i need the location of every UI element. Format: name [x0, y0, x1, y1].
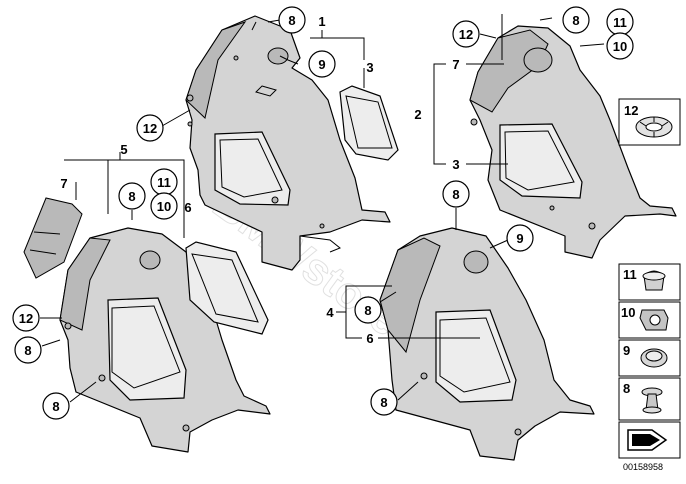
- legend-item-8[interactable]: 8: [618, 377, 681, 421]
- callout-12[interactable]: 12: [452, 20, 480, 48]
- svg-text:11: 11: [623, 267, 637, 282]
- svg-text:6: 6: [184, 200, 191, 215]
- callout-10[interactable]: 10: [150, 192, 178, 220]
- svg-text:8: 8: [572, 13, 579, 28]
- callout-11[interactable]: 11: [150, 168, 178, 196]
- callout-8[interactable]: 8: [562, 6, 590, 34]
- svg-text:3: 3: [366, 60, 373, 75]
- svg-text:5: 5: [120, 142, 127, 157]
- callout-8[interactable]: 8: [370, 388, 398, 416]
- callout-label-3[interactable]: 3: [452, 157, 459, 172]
- seal-frame-top[interactable]: [339, 85, 399, 161]
- svg-text:6: 6: [366, 331, 373, 346]
- bracket-left[interactable]: [23, 197, 83, 279]
- callout-8[interactable]: 8: [42, 392, 70, 420]
- svg-text:12: 12: [624, 103, 638, 118]
- svg-text:2: 2: [414, 107, 421, 122]
- svg-text:12: 12: [143, 121, 157, 136]
- svg-text:9: 9: [516, 231, 523, 246]
- svg-text:12: 12: [459, 27, 473, 42]
- callout-12[interactable]: 12: [12, 304, 40, 332]
- svg-text:3: 3: [452, 157, 459, 172]
- svg-text:7: 7: [452, 57, 459, 72]
- callouts: 8 1 9 3 12 12 8 11 10 7 2 3 5 7 8 11 10 …: [12, 6, 634, 420]
- callout-label-4[interactable]: 4: [326, 305, 334, 320]
- svg-text:8: 8: [24, 343, 31, 358]
- svg-text:8: 8: [364, 303, 371, 318]
- callout-8[interactable]: 8: [442, 180, 470, 208]
- svg-text:8: 8: [452, 187, 459, 202]
- trim-panel-top-left[interactable]: [185, 15, 391, 271]
- svg-text:11: 11: [613, 15, 627, 30]
- svg-text:8: 8: [288, 13, 295, 28]
- svg-text:1: 1: [318, 14, 325, 29]
- callout-label-5[interactable]: 5: [120, 142, 127, 157]
- svg-text:10: 10: [157, 199, 171, 214]
- callout-8[interactable]: 8: [118, 182, 146, 210]
- callout-8[interactable]: 8: [14, 336, 42, 364]
- callout-label-6[interactable]: 6: [366, 331, 373, 346]
- callout-9[interactable]: 9: [506, 224, 534, 252]
- document-id: 00158958: [623, 462, 663, 472]
- callout-11[interactable]: 11: [606, 8, 634, 36]
- callout-10[interactable]: 10: [606, 32, 634, 60]
- callout-label-7[interactable]: 7: [60, 176, 67, 191]
- svg-text:9: 9: [623, 343, 630, 358]
- svg-text:8: 8: [380, 395, 387, 410]
- seal-frame-left[interactable]: [185, 241, 269, 335]
- callout-12[interactable]: 12: [136, 114, 164, 142]
- callout-8[interactable]: 8: [354, 296, 382, 324]
- callout-9[interactable]: 9: [308, 50, 336, 78]
- svg-text:10: 10: [621, 305, 635, 320]
- orientation-arrow-icon: [618, 421, 681, 459]
- fastener-legend: 11 10 9 8 00158958: [618, 263, 681, 472]
- svg-text:7: 7: [60, 176, 67, 191]
- svg-text:8: 8: [128, 189, 135, 204]
- leader-lines: [40, 14, 605, 403]
- legend-item-10[interactable]: 10: [618, 301, 681, 339]
- callout-label-1[interactable]: 1: [318, 14, 325, 29]
- svg-text:4: 4: [326, 305, 334, 320]
- svg-text:8: 8: [623, 381, 630, 396]
- svg-text:11: 11: [157, 175, 171, 190]
- trim-panel-bottom-right[interactable]: [379, 227, 595, 461]
- callout-label-6[interactable]: 6: [184, 200, 191, 215]
- legend-item-9[interactable]: 9: [618, 339, 681, 377]
- trim-panel-top-right[interactable]: [469, 25, 677, 259]
- svg-text:10: 10: [613, 39, 627, 54]
- callout-8[interactable]: 8: [278, 6, 306, 34]
- washer-12-panel[interactable]: 12: [618, 98, 681, 146]
- svg-text:12: 12: [19, 311, 33, 326]
- trim-panel-bottom-left[interactable]: [59, 227, 271, 453]
- legend-item-11[interactable]: 11: [618, 263, 681, 301]
- callout-label-2[interactable]: 2: [414, 107, 421, 122]
- callout-label-7[interactable]: 7: [452, 57, 459, 72]
- svg-text:9: 9: [318, 57, 325, 72]
- svg-text:8: 8: [52, 399, 59, 414]
- callout-label-3[interactable]: 3: [366, 60, 373, 75]
